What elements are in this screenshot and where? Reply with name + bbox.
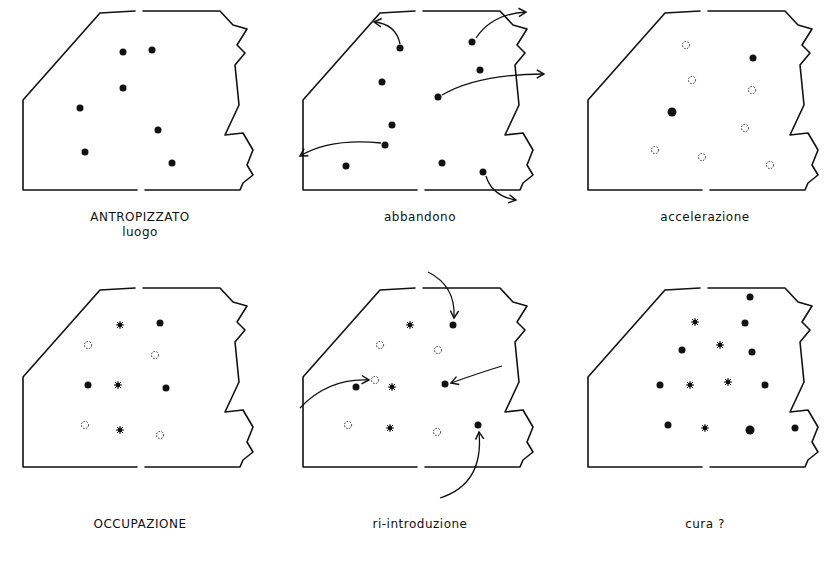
phase-label: accelerazione (660, 210, 749, 225)
inhabitant-dots (343, 39, 487, 176)
site-border (303, 288, 533, 467)
site-outline (295, 5, 545, 195)
phase-label: ri-introduzione (373, 517, 468, 532)
site-border (23, 288, 253, 467)
phase-label: OCCUPAZIONE (94, 517, 187, 532)
departure-arrows (300, 12, 544, 200)
inhabitant-dots (668, 55, 757, 117)
occupant-marks (686, 318, 732, 432)
inhabitant-dots (85, 320, 170, 392)
site-panel: OCCUPAZIONE (15, 282, 265, 536)
site-border (588, 288, 818, 467)
site-border (303, 11, 533, 190)
site-border (23, 11, 253, 190)
phase-label: ANTROPIZZATO luogo (84, 210, 196, 240)
site-outline (295, 282, 545, 472)
inhabitant-dots (353, 322, 482, 429)
site-border (588, 11, 818, 190)
site-panel: abbandono (295, 5, 545, 229)
site-outline (580, 5, 830, 195)
site-panel: cura ? (580, 282, 830, 536)
site-outline (15, 5, 265, 195)
vacant-dots (344, 341, 441, 435)
phase-label: abbandono (384, 210, 456, 225)
inhabitant-dots (77, 47, 176, 167)
site-panel: ANTROPIZZATO luogo (15, 5, 265, 244)
phase-label: cura ? (685, 517, 725, 532)
site-outline (580, 282, 830, 472)
vacant-dots (81, 341, 163, 438)
site-panel: accelerazione (580, 5, 830, 229)
vacant-dots (651, 41, 773, 168)
site-panel: ri-introduzione (295, 282, 545, 536)
arrival-arrows (300, 272, 502, 498)
inhabitant-dots (657, 294, 799, 435)
occupant-marks (114, 321, 124, 434)
occupant-marks (386, 321, 414, 432)
site-outline (15, 282, 265, 472)
